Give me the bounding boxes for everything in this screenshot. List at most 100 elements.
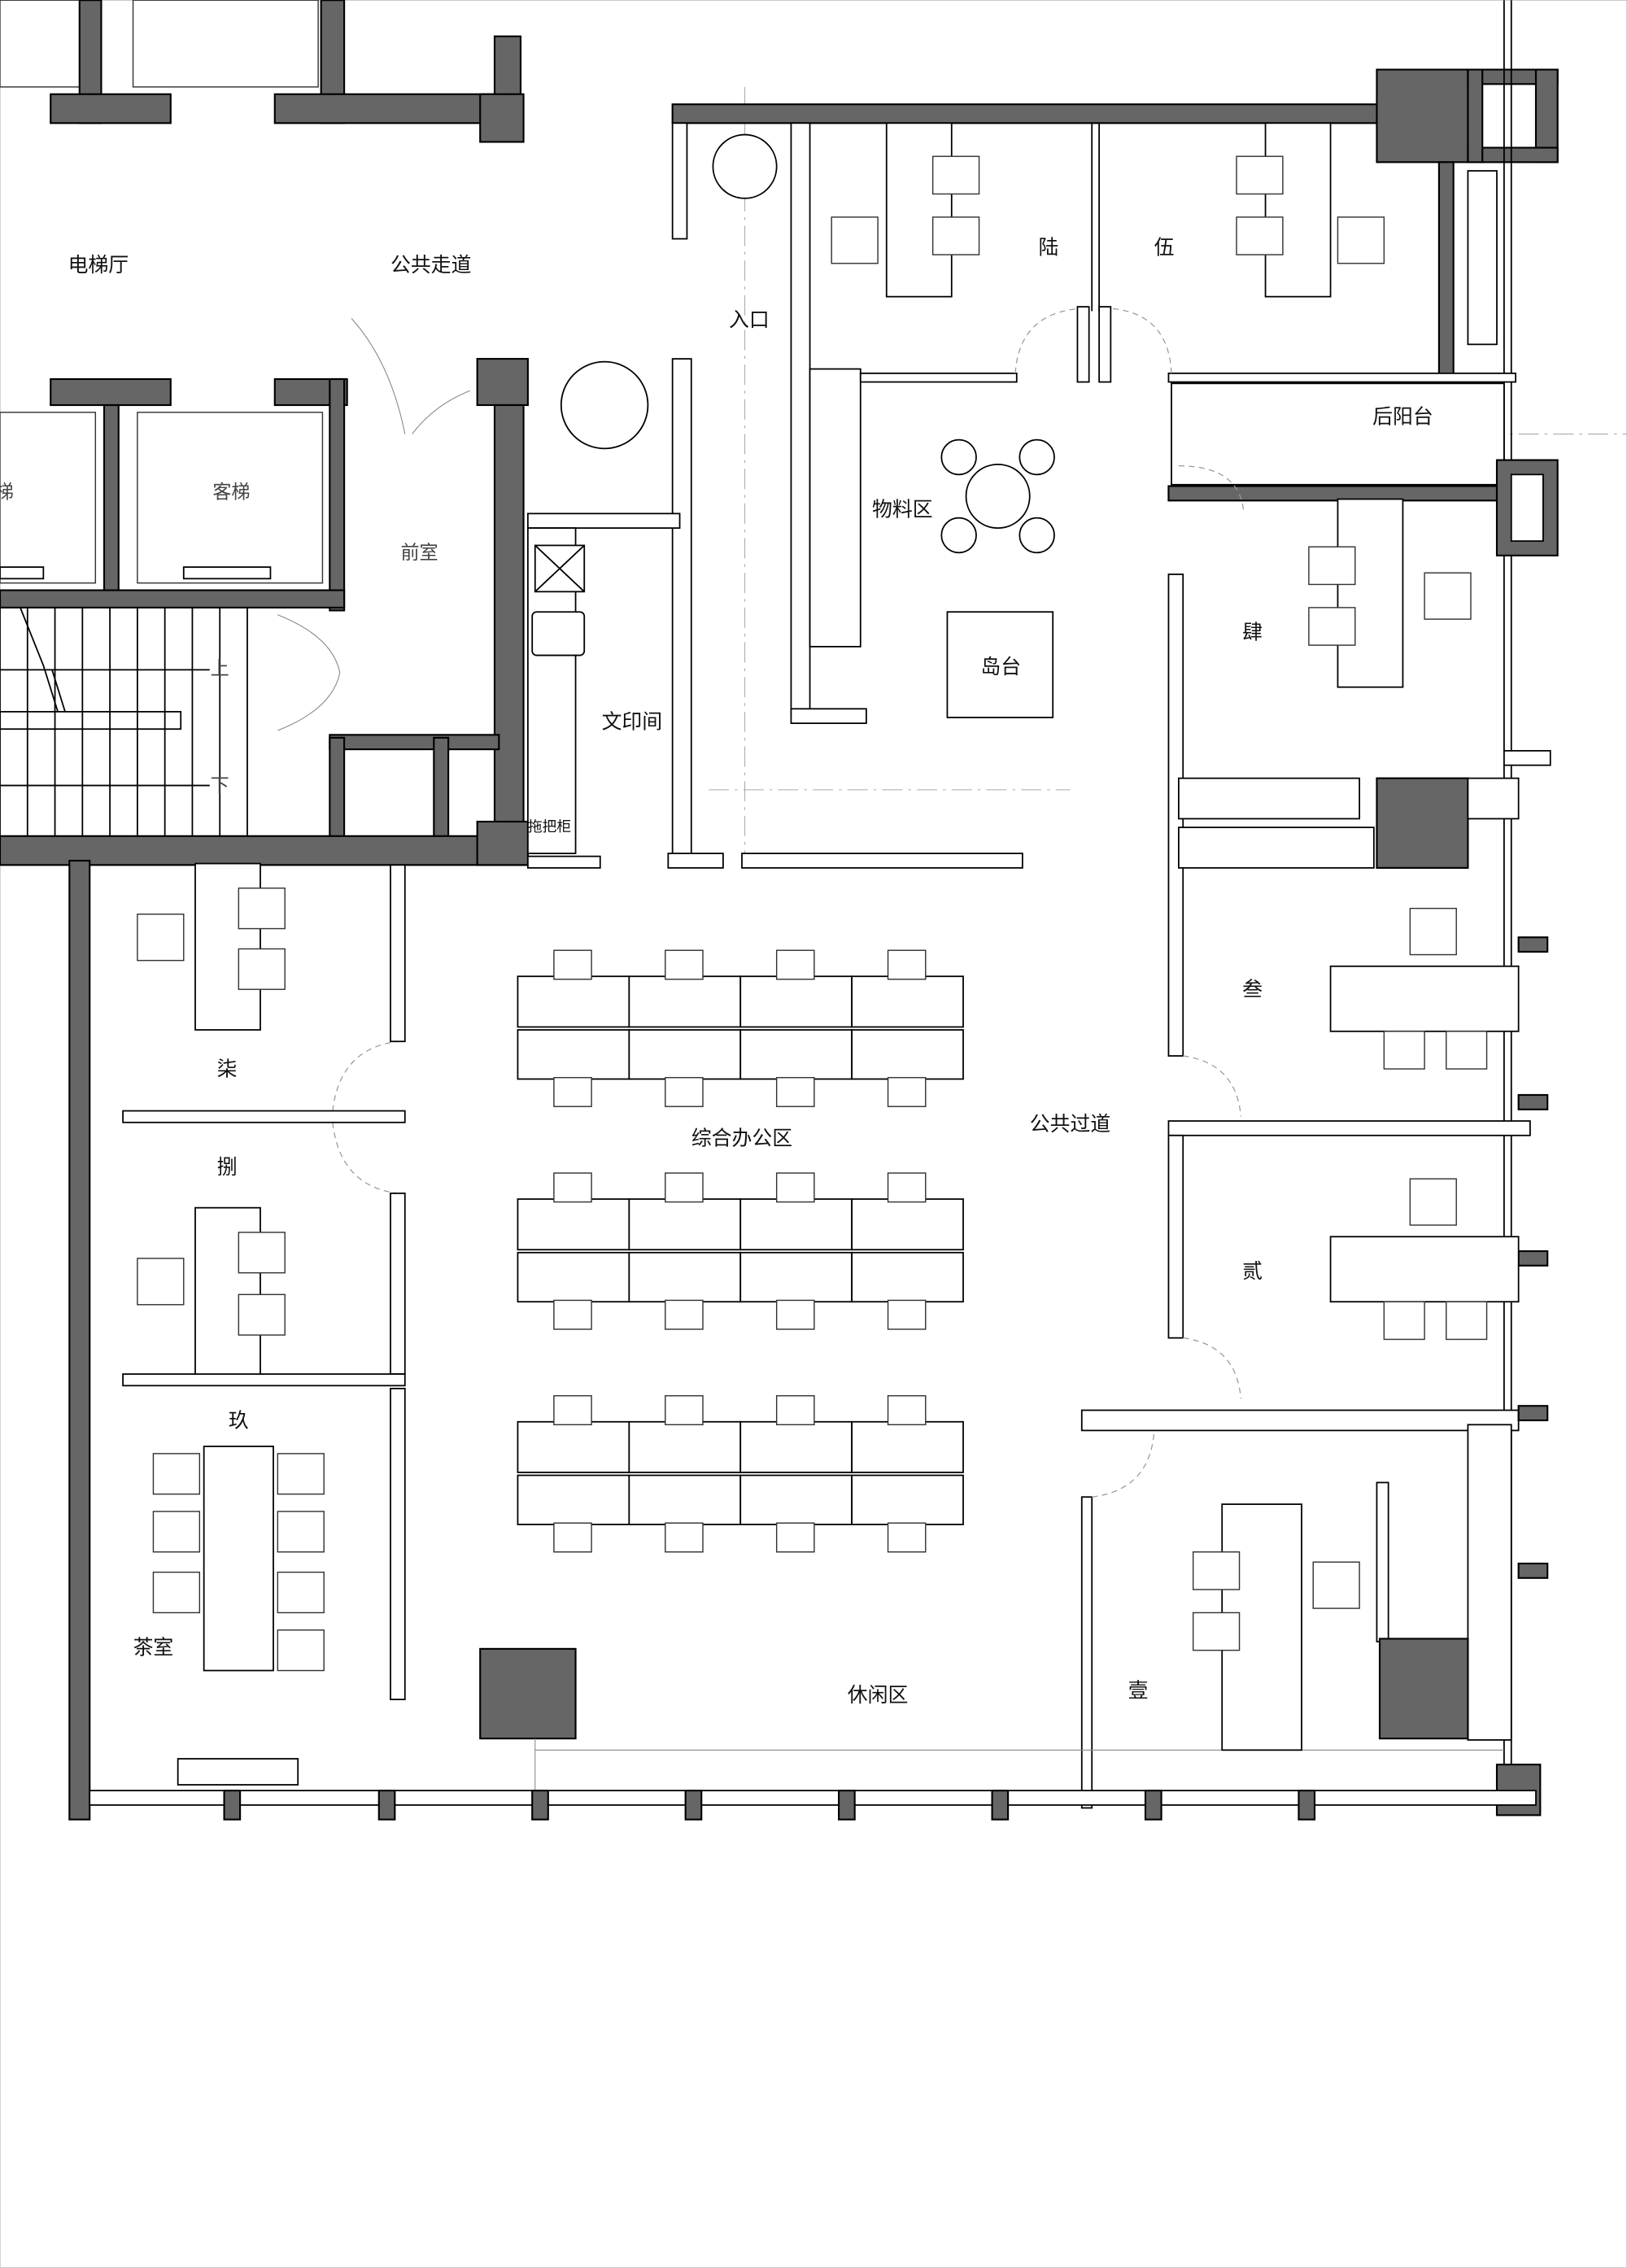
chair bbox=[887, 1076, 927, 1107]
label-mop-cabinet: 拖把柜 bbox=[528, 818, 571, 835]
chair bbox=[238, 948, 286, 990]
chair bbox=[665, 1076, 704, 1107]
desk bbox=[517, 1029, 630, 1080]
desk bbox=[1337, 498, 1404, 688]
label-island: 岛台 bbox=[980, 655, 1021, 678]
label-room-6: 陆 bbox=[1038, 236, 1058, 260]
chair bbox=[1308, 546, 1356, 586]
chair bbox=[665, 1299, 704, 1330]
label-room-2: 贰 bbox=[1242, 1259, 1263, 1283]
desk bbox=[739, 1198, 853, 1251]
label-anteroom: 前室 bbox=[400, 543, 438, 564]
chair bbox=[775, 1299, 815, 1330]
chair bbox=[238, 1232, 286, 1274]
chair bbox=[553, 1076, 592, 1107]
label-room-4: 肆 bbox=[1242, 620, 1263, 643]
label-tea-room: 茶室 bbox=[133, 1635, 174, 1659]
chair bbox=[1236, 216, 1284, 255]
chair bbox=[931, 216, 980, 255]
chair bbox=[1446, 1031, 1488, 1070]
chair bbox=[277, 1511, 325, 1553]
label-service-elevator: 梯 bbox=[0, 482, 14, 503]
desk bbox=[628, 1420, 742, 1473]
desk bbox=[885, 122, 953, 298]
furniture bbox=[137, 122, 1520, 1751]
desk bbox=[739, 975, 853, 1028]
chair bbox=[137, 1258, 185, 1306]
chair bbox=[553, 1172, 592, 1203]
desk bbox=[628, 1198, 742, 1251]
chair bbox=[238, 1293, 286, 1336]
chair bbox=[1409, 1178, 1457, 1226]
chair bbox=[887, 949, 927, 980]
chair bbox=[277, 1571, 325, 1614]
facade-column bbox=[223, 1790, 242, 1821]
facade-column bbox=[531, 1790, 549, 1821]
facade-column bbox=[1298, 1790, 1316, 1821]
label-room-8: 捌 bbox=[217, 1155, 238, 1179]
chair bbox=[775, 1172, 815, 1203]
chair bbox=[1192, 1551, 1241, 1590]
desk bbox=[851, 1029, 964, 1080]
desk bbox=[628, 1251, 742, 1303]
label-open-office: 综合办公区 bbox=[691, 1127, 792, 1150]
facade-column bbox=[684, 1790, 703, 1821]
chair bbox=[553, 1522, 592, 1553]
facade-column bbox=[377, 1790, 396, 1821]
column-round bbox=[560, 360, 649, 450]
chair bbox=[1409, 907, 1457, 956]
chair bbox=[665, 1522, 704, 1553]
desk bbox=[628, 1029, 742, 1080]
label-print-room: 文印间 bbox=[602, 710, 663, 734]
chair bbox=[152, 1511, 201, 1553]
label-lounge: 休闲区 bbox=[848, 1683, 909, 1707]
staircase bbox=[0, 607, 248, 836]
chair bbox=[775, 949, 815, 980]
desk bbox=[1329, 965, 1520, 1032]
chair bbox=[1308, 607, 1356, 646]
chair bbox=[887, 1299, 927, 1330]
desk bbox=[628, 1474, 742, 1525]
desk bbox=[739, 1420, 853, 1473]
chair bbox=[277, 1629, 325, 1672]
left-walls bbox=[68, 859, 1537, 1821]
chair bbox=[553, 1395, 592, 1426]
desk bbox=[517, 1198, 630, 1251]
chair bbox=[931, 155, 980, 195]
desk bbox=[517, 1251, 630, 1303]
label-materials-area: 物料区 bbox=[872, 497, 933, 521]
chair bbox=[1236, 155, 1284, 195]
label-elevator-hall: 电梯厅 bbox=[68, 253, 129, 277]
desk bbox=[851, 1251, 964, 1303]
chair bbox=[775, 1076, 815, 1107]
desk bbox=[851, 1420, 964, 1473]
chair bbox=[1337, 216, 1385, 264]
chair bbox=[775, 1522, 815, 1553]
chair bbox=[553, 949, 592, 980]
tea-table bbox=[203, 1446, 274, 1672]
chair bbox=[665, 1395, 704, 1426]
label-public-aisle: 公共过道 bbox=[1030, 1112, 1111, 1136]
label-stair-down: 下 bbox=[211, 775, 229, 796]
materials-area-furniture bbox=[940, 438, 1055, 718]
label-room-3: 叁 bbox=[1242, 978, 1263, 1001]
label-room-9: 玖 bbox=[229, 1408, 249, 1432]
label-rear-balcony: 后阳台 bbox=[1372, 405, 1433, 429]
label-room-7: 柒 bbox=[217, 1057, 238, 1080]
label-room-1: 壹 bbox=[1128, 1679, 1149, 1703]
facade-column bbox=[991, 1790, 1010, 1821]
chair bbox=[1383, 1301, 1425, 1341]
chair bbox=[665, 949, 704, 980]
label-passenger-elevator: 客梯 bbox=[212, 482, 250, 503]
chair bbox=[831, 216, 879, 264]
facade-columns bbox=[223, 1790, 1316, 1821]
chair bbox=[1383, 1031, 1425, 1070]
chair bbox=[238, 888, 286, 930]
chair bbox=[887, 1172, 927, 1203]
desk bbox=[739, 1474, 853, 1525]
facade-column bbox=[838, 1790, 856, 1821]
desk bbox=[739, 1251, 853, 1303]
facade-column bbox=[1144, 1790, 1162, 1821]
desk bbox=[851, 975, 964, 1028]
